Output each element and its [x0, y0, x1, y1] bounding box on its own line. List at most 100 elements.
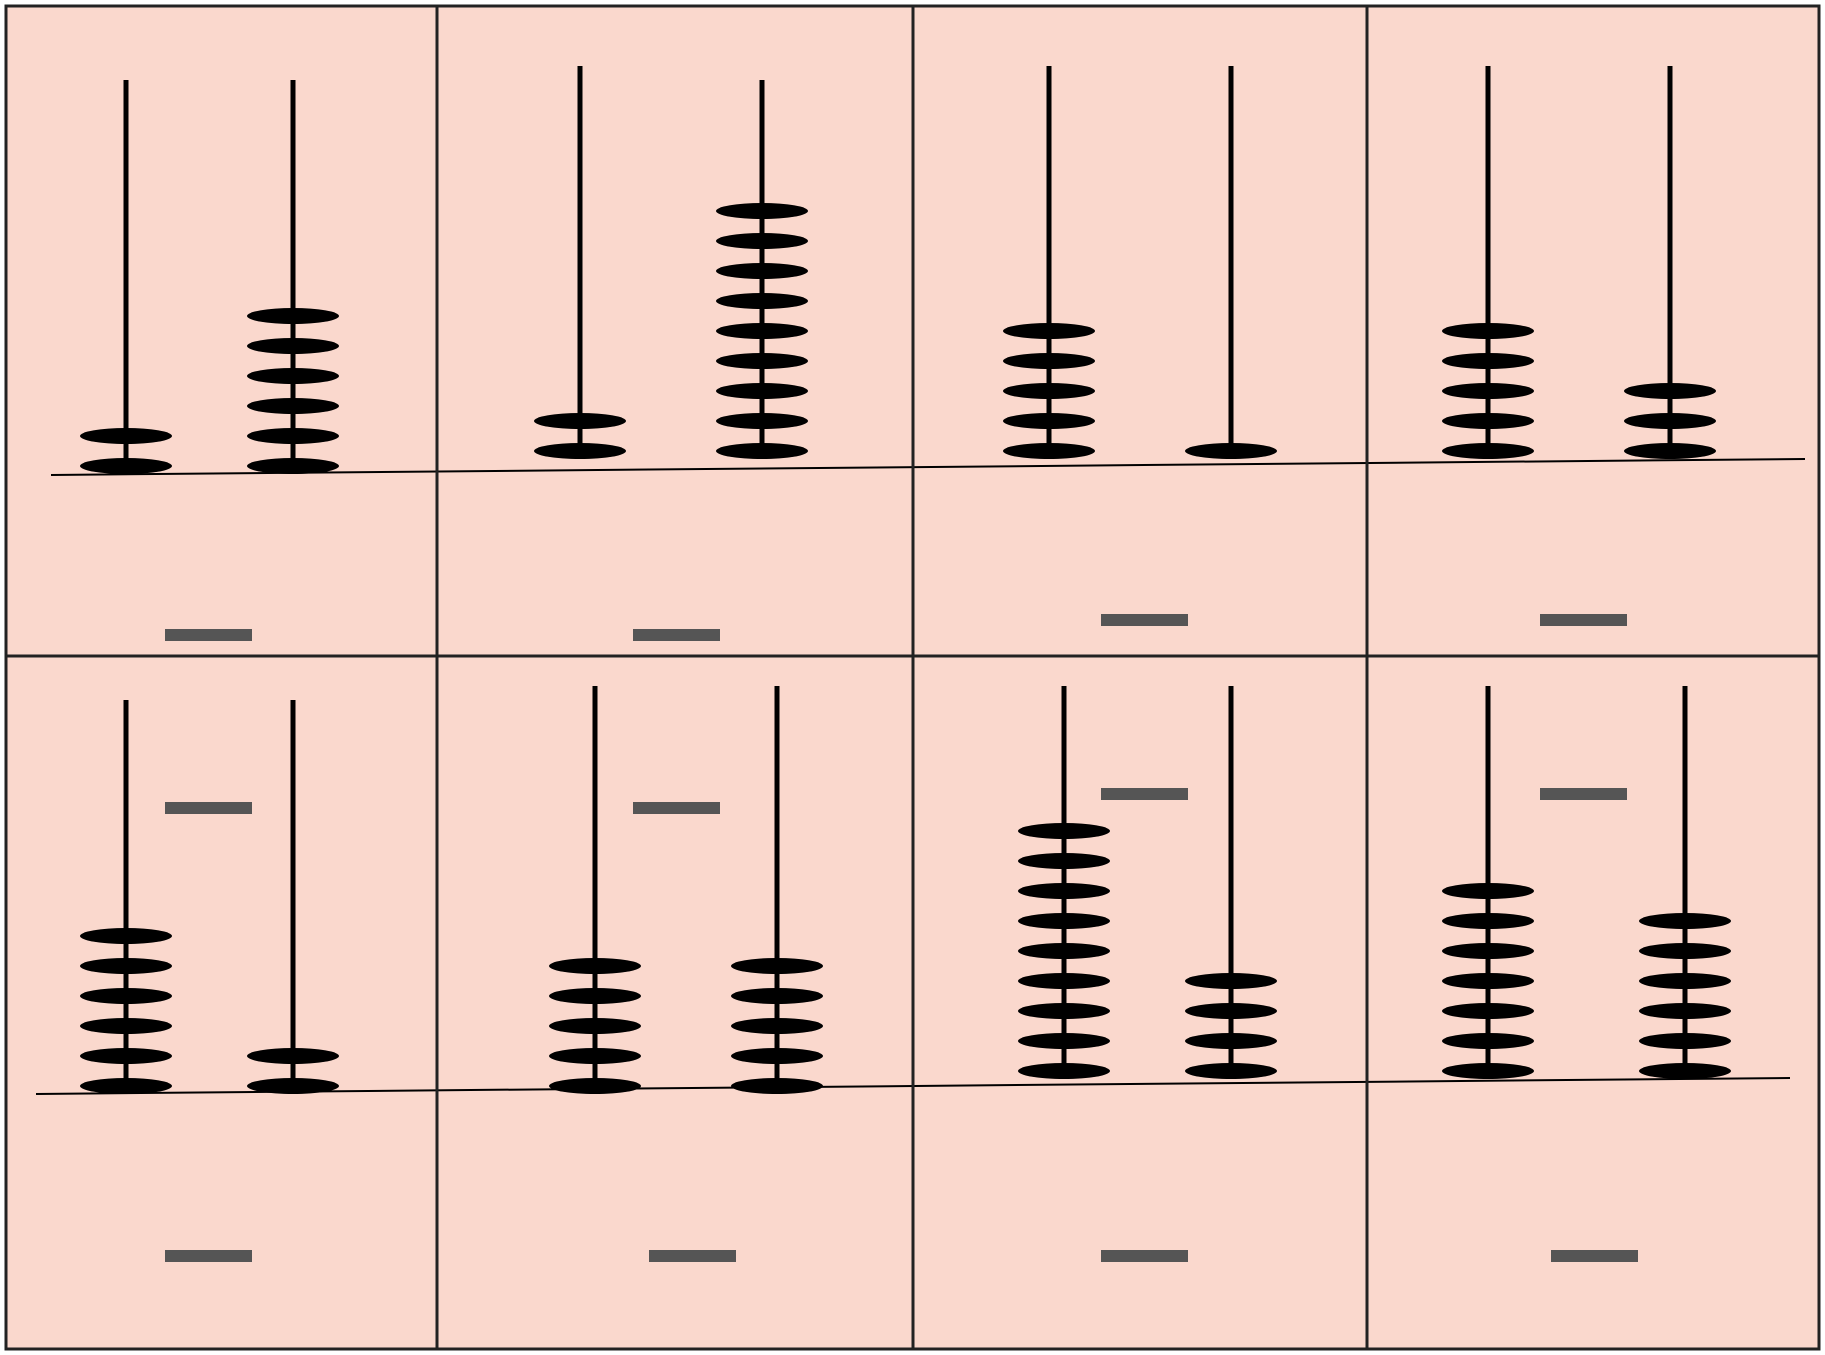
tens-rod-7 [1018, 686, 1110, 1079]
answer-blank [633, 802, 720, 814]
abacus-bead [1639, 943, 1731, 959]
abacus-bead [549, 1078, 641, 1094]
ones-rod-1 [247, 80, 339, 474]
abacus-bead [731, 1018, 823, 1034]
answer-blank [1101, 614, 1188, 626]
answer-blank [165, 1250, 252, 1262]
abacus-bead [549, 958, 641, 974]
abacus-bead [1442, 1033, 1534, 1049]
abacus-bead [247, 458, 339, 474]
abacus-bead [80, 1078, 172, 1094]
answer-blank [1540, 614, 1627, 626]
abacus-bead [1639, 973, 1731, 989]
abacus-bead [1018, 853, 1110, 869]
abacus-bead [1018, 1003, 1110, 1019]
abacus-bead [1003, 383, 1095, 399]
abacus-card-2 [534, 66, 808, 641]
abacus-bead [247, 1048, 339, 1064]
abacus-bead [80, 958, 172, 974]
abacus-bead [731, 988, 823, 1004]
abacus-bead [1442, 353, 1534, 369]
abacus-bead [716, 413, 808, 429]
answer-blank [165, 802, 252, 814]
answer-blank [1101, 788, 1188, 800]
abacus-bead [716, 443, 808, 459]
abacus-bead [549, 988, 641, 1004]
abacus-bead [1442, 383, 1534, 399]
abacus-card-7 [1018, 686, 1277, 1262]
abacus-bead [716, 353, 808, 369]
abacus-bead [1185, 973, 1277, 989]
abacus-bead [1442, 943, 1534, 959]
ones-rod-4 [1624, 66, 1716, 459]
abacus-bead [80, 988, 172, 1004]
abacus-bead [731, 1078, 823, 1094]
abacus-card-3 [1003, 66, 1277, 626]
tens-rod-8 [1442, 686, 1534, 1079]
abacus-bead [716, 203, 808, 219]
abacus-bead [247, 308, 339, 324]
ones-rod-5 [247, 700, 339, 1094]
abacus-bead [80, 458, 172, 474]
abacus-bead [731, 958, 823, 974]
abacus-base-line [50, 458, 1806, 476]
abacus-bead [1003, 413, 1095, 429]
abacus-card-6 [549, 686, 823, 1262]
abacus-bead [1442, 1063, 1534, 1079]
abacus-bead [247, 428, 339, 444]
abacus-bead [1639, 1003, 1731, 1019]
abacus-bead [247, 398, 339, 414]
ones-rod-8 [1639, 686, 1731, 1079]
answer-blank [633, 629, 720, 641]
abacus-card-4 [1442, 66, 1716, 626]
abacus-bead [1442, 1003, 1534, 1019]
abacus-bead [247, 368, 339, 384]
abacus-bead [549, 1048, 641, 1064]
abacus-bead [1003, 353, 1095, 369]
tens-rod-2 [534, 66, 626, 459]
abacus-bead [1639, 1033, 1731, 1049]
abacus-bead [1639, 913, 1731, 929]
ones-rod-7 [1185, 686, 1277, 1079]
abacus-bead [80, 1048, 172, 1064]
abacus-bead [80, 1018, 172, 1034]
abacus-bead [1624, 443, 1716, 459]
tens-rod-3 [1003, 66, 1095, 459]
answer-blank [1540, 788, 1627, 800]
abacus-bead [1185, 1003, 1277, 1019]
card-grid [4, 4, 1821, 1351]
abacus-bead [1442, 883, 1534, 899]
abacus-bead [1624, 413, 1716, 429]
abacus-bead [1639, 1063, 1731, 1079]
abacus-bead [716, 383, 808, 399]
abacus-bead [80, 928, 172, 944]
abacus-bead [1185, 1063, 1277, 1079]
answer-blank [1551, 1250, 1638, 1262]
abacus-bead [534, 443, 626, 459]
abacus-bead [1624, 383, 1716, 399]
abacus-bead [1442, 913, 1534, 929]
abacus-bead [1185, 1033, 1277, 1049]
tens-rod-5 [80, 700, 172, 1094]
abacus-bead [716, 293, 808, 309]
abacus-bead [1018, 883, 1110, 899]
abacus-card-5 [80, 700, 339, 1262]
abacus-bead [534, 413, 626, 429]
tens-rod-1 [80, 80, 172, 474]
abacus-bead [1018, 823, 1110, 839]
abacus-bead [716, 233, 808, 249]
abacus-bead [731, 1048, 823, 1064]
abacus-bead [1003, 443, 1095, 459]
tens-rod-4 [1442, 66, 1534, 459]
abacus-bead [1442, 413, 1534, 429]
answer-blank [1101, 1250, 1188, 1262]
abacus-bead [1018, 1063, 1110, 1079]
ones-rod-2 [716, 80, 808, 459]
abacus-bead [549, 1018, 641, 1034]
answer-blank [649, 1250, 736, 1262]
abacus-bead [1442, 973, 1534, 989]
abacus-bead [1018, 943, 1110, 959]
abacus-cards [35, 66, 1806, 1262]
abacus-bead [1018, 1033, 1110, 1049]
